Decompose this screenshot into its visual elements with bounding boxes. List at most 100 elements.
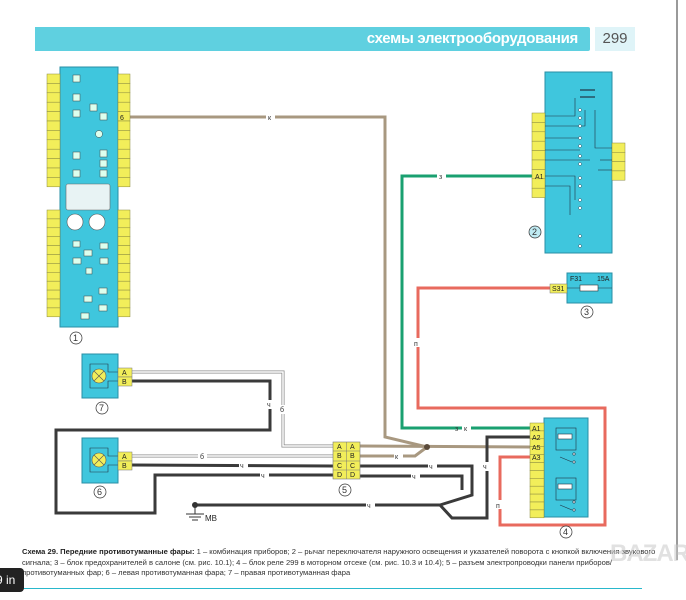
- figure-caption: Схема 29. Передние противотуманные фары:…: [22, 547, 662, 579]
- connector-row-a: A: [337, 444, 342, 451]
- wire-label-white: б: [200, 453, 204, 461]
- wire-white-7a: [132, 370, 333, 448]
- connector-pin: [117, 307, 131, 318]
- lamp7-pin-a: A: [122, 370, 127, 377]
- wire-black-d: [360, 474, 464, 490]
- connector-pin: [46, 120, 61, 131]
- component-number-7: 7: [99, 403, 104, 413]
- connector-pin: [46, 83, 61, 94]
- wire-label-brown: к: [395, 454, 399, 461]
- lamp6-pin-a: A: [122, 454, 127, 461]
- page-border: [676, 0, 678, 560]
- connector-pin: [46, 236, 61, 246]
- wire-label-black: ч: [429, 464, 433, 471]
- connector-pin: [611, 142, 626, 153]
- connector-pin: [529, 485, 545, 495]
- connector-pin: [529, 509, 545, 519]
- connector-pin: [529, 462, 545, 471]
- caption-text: 1 – комбинация приборов; 2 – рычаг перек…: [22, 547, 656, 577]
- connector-pin: [117, 280, 131, 291]
- connector-pin: [531, 140, 546, 151]
- connector-pin: [46, 227, 61, 237]
- connector-row-b: B: [337, 453, 342, 460]
- caption-rule: [22, 588, 642, 589]
- wire-label-brown: к: [464, 426, 468, 433]
- fuse-id: F31: [570, 276, 582, 283]
- page-number: 299: [595, 27, 635, 51]
- wire-label-white: б: [280, 406, 284, 414]
- connector-pin: [46, 177, 61, 188]
- connector-pin: [46, 263, 61, 273]
- right-fog-lamp: A B: [81, 353, 133, 399]
- connector-pin: [117, 272, 131, 282]
- component-number-4: 4: [563, 527, 568, 537]
- wire-black-c: [360, 464, 474, 507]
- wire-label-black: ч: [483, 464, 487, 471]
- lamp7-pin-b: B: [122, 379, 127, 386]
- connector-pin: [529, 478, 545, 487]
- wire-label-black: ч: [367, 503, 371, 510]
- connector-pin: [46, 245, 61, 255]
- connector-pin: [117, 120, 131, 131]
- connector-row-d: D: [337, 472, 342, 479]
- left-fog-lamp: A B: [81, 437, 133, 484]
- cluster-pin-6-label: 6: [120, 115, 124, 122]
- connector-pin: [46, 139, 61, 150]
- connector-pin: [46, 130, 61, 141]
- connector-pin: [117, 236, 131, 246]
- relay-block: A1 A2 A5 A3: [529, 417, 589, 519]
- connector-pin: [46, 73, 61, 84]
- component-number-6: 6: [97, 487, 102, 497]
- connector-pin: [46, 101, 61, 112]
- relay-pin-a5: A5: [532, 445, 541, 452]
- lamp6-pin-b: B: [122, 463, 127, 470]
- connector-pin: [46, 111, 61, 122]
- wire-label-black: ч: [261, 473, 265, 480]
- connector-pin: [611, 161, 626, 172]
- section-header: схемы электрооборудования: [35, 27, 590, 51]
- connector-pin: [46, 307, 61, 318]
- wire-label-red: п: [414, 341, 418, 348]
- fuse-rating: 15A: [597, 276, 610, 283]
- connector-row-a: A: [350, 444, 355, 451]
- connector-pin: [531, 159, 546, 170]
- ground-label: MB: [205, 514, 217, 523]
- wire-black-6b: [131, 463, 334, 468]
- cluster-pins: [46, 73, 131, 318]
- wire-brown-k: [130, 115, 428, 449]
- fuse-pin-label: S31: [552, 286, 565, 293]
- size-tooltip: 9 in: [0, 568, 24, 592]
- connector-pin: [46, 167, 61, 178]
- connector-pin: [46, 254, 61, 264]
- connector-pin: [531, 112, 546, 123]
- connector-pin: [117, 177, 131, 188]
- connector-pin: [117, 101, 131, 112]
- wire-brown-k-b: [360, 445, 428, 458]
- connector-pin: [46, 92, 61, 103]
- wire-black-a2: [438, 435, 530, 520]
- connector-row-d: D: [350, 472, 355, 479]
- connector-pin: [117, 130, 131, 141]
- component-number-1: 1: [73, 333, 78, 343]
- relay-pin-a1: A1: [532, 426, 541, 433]
- connector-pin: [117, 83, 131, 94]
- connector-pin: [531, 150, 546, 161]
- relay-pin-a2: A2: [532, 435, 541, 442]
- wire-black-7b: [54, 379, 333, 515]
- connector-pin: [117, 263, 131, 273]
- wire-label-black: ч: [240, 463, 244, 470]
- wire-label-green: з: [439, 174, 442, 181]
- connector-pin: [46, 209, 61, 220]
- connector-pin: [117, 158, 131, 169]
- wire-red-p: [416, 286, 607, 527]
- component-number-3: 3: [584, 307, 589, 317]
- wire-brown-k-a: [359, 444, 531, 449]
- connector-row-b: B: [350, 453, 355, 460]
- fuse-block: S31 F31 15A: [549, 272, 613, 304]
- connector-pin: [117, 218, 131, 229]
- connector-row-c: C: [337, 463, 342, 470]
- wire-label-black: ч: [267, 402, 271, 409]
- wire-label-red: п: [496, 503, 500, 510]
- watermark: BAZAR: [610, 540, 686, 567]
